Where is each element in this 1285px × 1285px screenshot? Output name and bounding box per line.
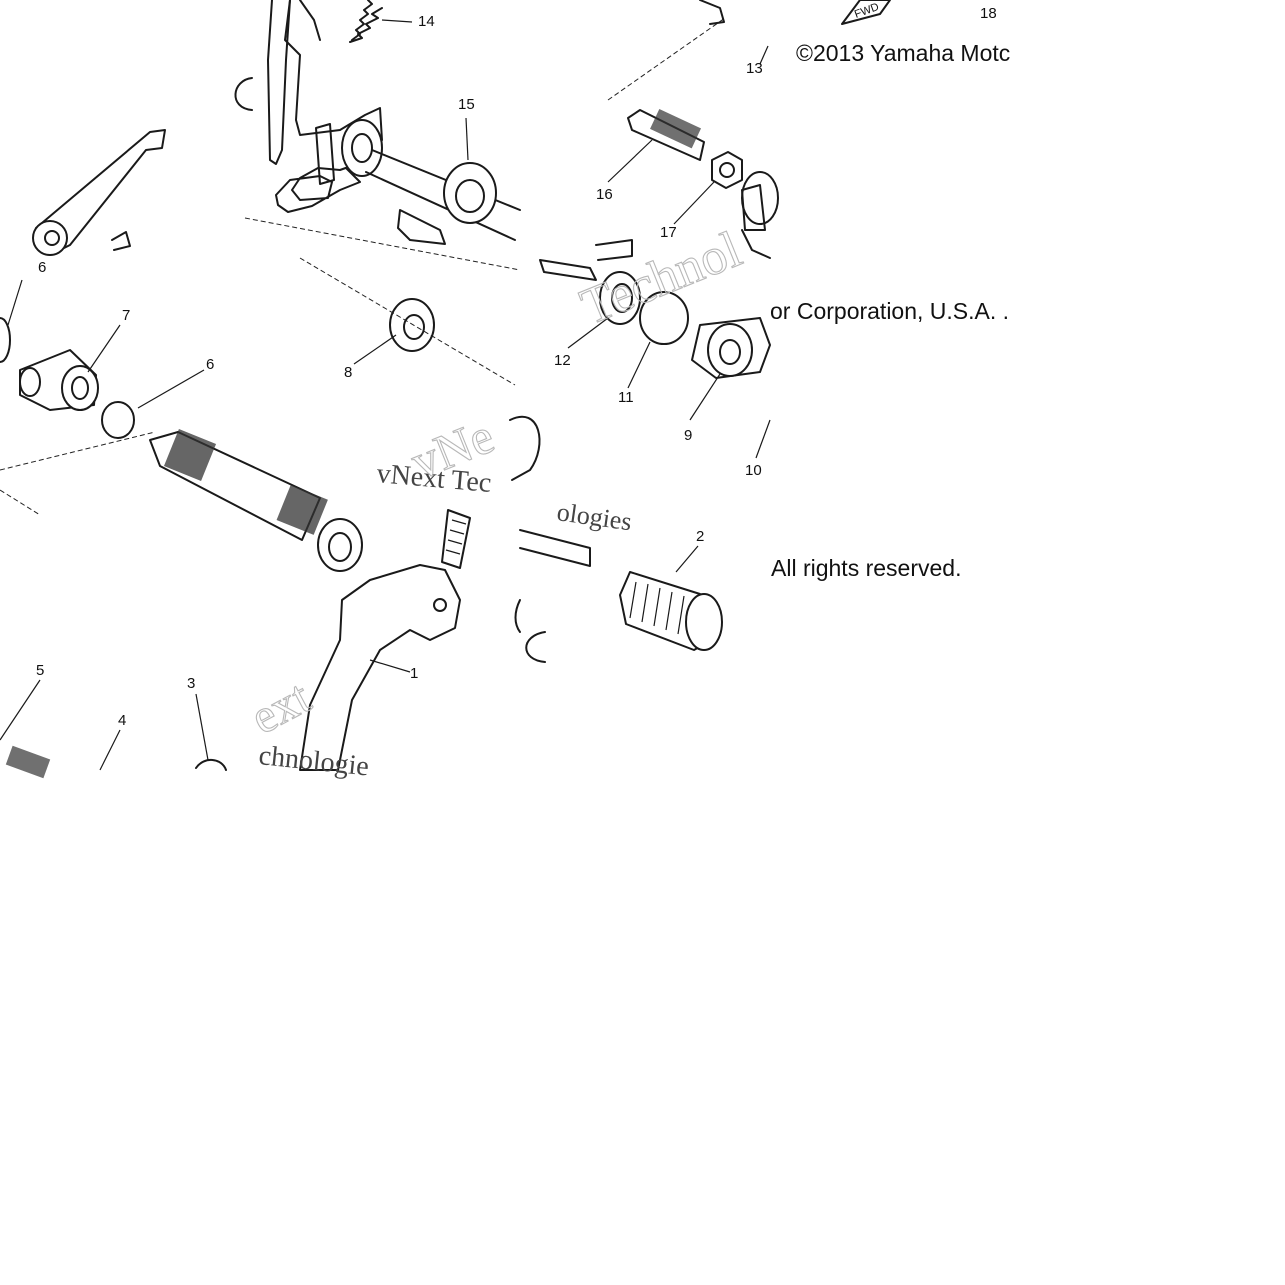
dash-center [299,257,516,386]
rod-top [699,0,725,25]
copyright-line-1: ©2013 Yamaha Motc [796,40,1011,66]
pedal-rubber-2 [619,571,723,651]
callout-13: 13 [746,60,763,77]
callout-16: 16 [596,186,613,203]
shift-shaft-collar [244,119,521,271]
washer-12 [599,271,641,325]
leader-lines [0,19,771,771]
bushing-8 [389,298,435,352]
callout-7: 7 [122,307,130,324]
callout-2: 2 [696,528,704,545]
callout-4: 4 [118,712,126,729]
callout-17: 17 [660,224,677,241]
pedal-peg [519,529,591,567]
nut-3 [195,759,227,771]
callout-18: 18 [980,5,997,22]
callout-numbers: 1 2 3 4 5 6 6 7 8 9 10 11 12 13 14 15 16… [36,5,997,729]
callout-9: 9 [684,427,692,444]
nut-17 [711,151,743,189]
callout-6-lower: 6 [206,356,214,373]
bracket-right [741,171,779,259]
oil-seal [317,518,363,572]
spring-end [595,239,633,261]
washer-6 [101,401,135,439]
bolt-16 [627,108,705,161]
sleeve-7 [0,317,99,411]
circlip-small [514,599,521,633]
copyright-line-3: All rights reserved. [771,555,962,581]
callout-1: 1 [410,665,418,682]
lever-arm [32,129,166,256]
callout-6-upper: 6 [38,259,46,276]
shift-pedal-1 [299,509,471,771]
spring-small [539,259,597,281]
callout-5: 5 [36,662,44,679]
callout-15: 15 [458,96,475,113]
collar-9 [691,317,771,379]
splined-shaft [0,428,328,541]
callout-14: 14 [418,13,435,30]
shift-arm-plate [267,0,383,213]
callout-11: 11 [618,389,634,406]
clevis [509,415,541,481]
spring-14 [349,0,383,43]
copyright-line-2: or Corporation, U.S.A. . [770,298,1010,324]
washer-11 [639,291,689,345]
callout-10: 10 [745,462,762,479]
bolt-5 [5,745,51,779]
circlip-upper [234,77,253,111]
fwd-marker: FWD [841,0,891,25]
callout-3: 3 [187,675,195,692]
callout-12: 12 [554,352,571,369]
circlip-pedal [525,631,546,663]
callout-8: 8 [344,364,352,381]
